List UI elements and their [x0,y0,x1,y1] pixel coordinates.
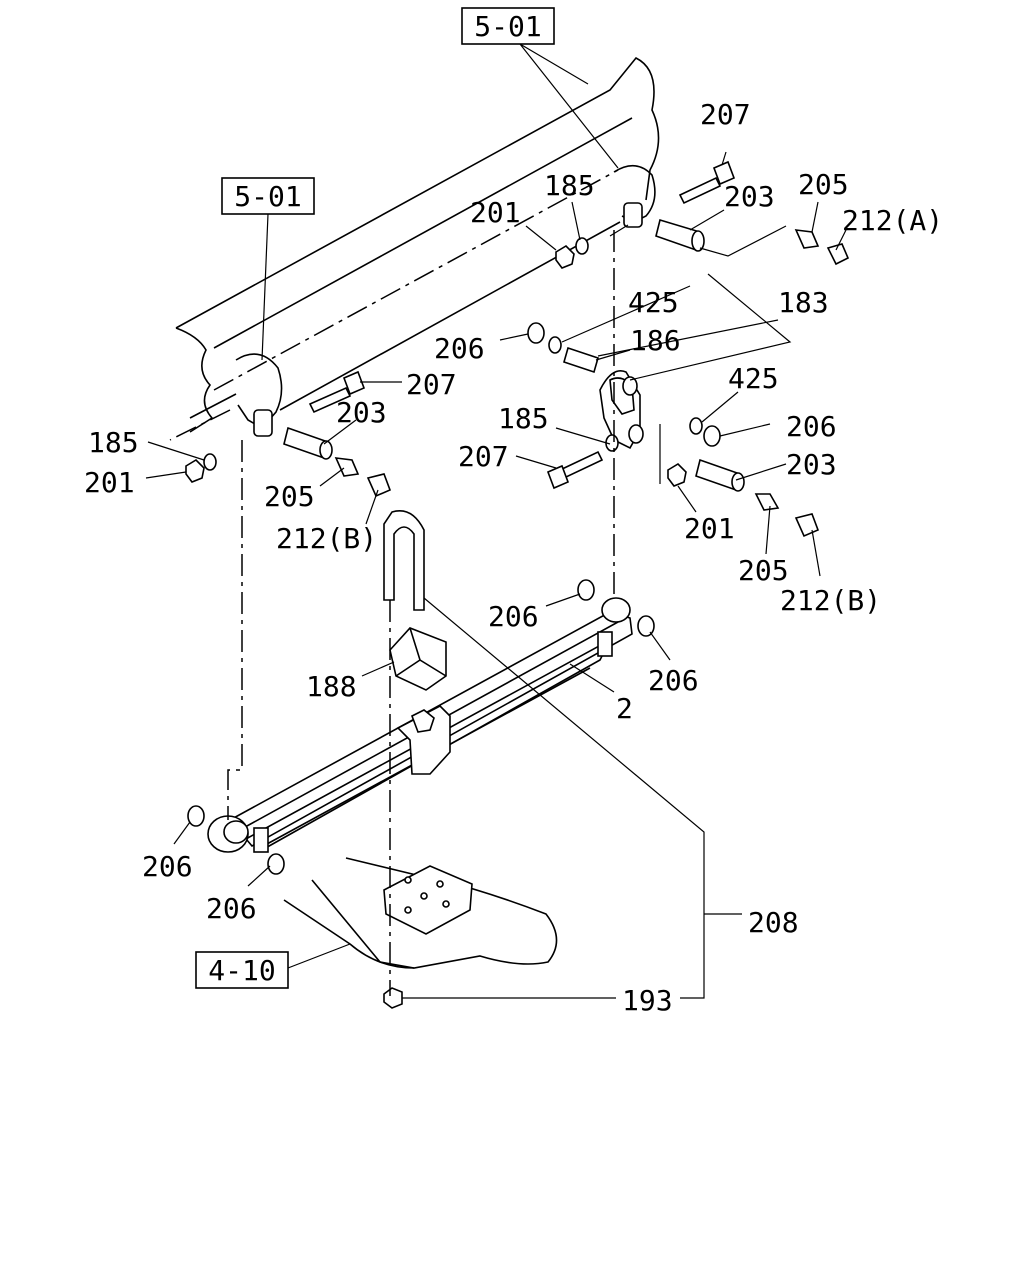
part-label[interactable]: 203 [786,448,837,481]
reference-label: 5-01 [474,10,541,43]
frame-rail [169,56,660,441]
part-label[interactable]: 206 [206,892,257,925]
part-label[interactable]: 207 [458,440,509,473]
reference-box-axle[interactable]: 4-10 [195,951,289,989]
part-label[interactable]: 193 [622,984,673,1017]
washer-206 [577,579,595,601]
part-label[interactable]: 201 [84,466,135,499]
part-label[interactable]: 212(B) [780,584,881,617]
leader-lines [145,151,847,999]
part-label[interactable]: 185 [544,169,595,202]
part-label[interactable]: 201 [470,196,521,229]
part-label[interactable]: 205 [264,480,315,513]
part-label[interactable]: 206 [434,332,485,365]
reference-label: 5-01 [234,180,301,213]
part-label[interactable]: 212(A) [842,204,943,237]
part-label[interactable]: 206 [648,664,699,697]
shackle-assembly [527,322,820,538]
part-label[interactable]: 2 [616,692,633,725]
part-label[interactable]: 425 [728,362,779,395]
axle-seat [283,857,558,1009]
washer-206 [637,615,655,637]
part-label[interactable]: 212(B) [276,522,377,555]
part-label[interactable]: 203 [336,396,387,429]
reference-label: 4-10 [208,954,275,987]
part-label[interactable]: 207 [406,368,457,401]
part-label[interactable]: 207 [700,98,751,131]
reference-box-frame-top[interactable]: 5-01 [461,7,555,45]
part-label[interactable]: 185 [498,402,549,435]
part-label[interactable]: 208 [748,906,799,939]
part-label[interactable]: 206 [142,850,193,883]
front-hanger-hardware [185,370,392,498]
bumper-stopper [389,627,447,691]
part-label[interactable]: 185 [88,426,139,459]
part-label[interactable]: 183 [778,286,829,319]
washer-206 [267,853,285,875]
part-label[interactable]: 205 [798,168,849,201]
part-label[interactable]: 425 [628,286,679,319]
u-bolt [383,510,425,611]
part-label[interactable]: 186 [630,324,681,357]
part-label[interactable]: 188 [306,670,357,703]
part-label[interactable]: 201 [684,512,735,545]
washer-206 [187,805,205,827]
part-label[interactable]: 203 [724,180,775,213]
part-label[interactable]: 205 [738,554,789,587]
part-label[interactable]: 206 [488,600,539,633]
part-labels: 207 185 201 203 205 212(A) 425 183 206 1… [84,98,943,1017]
rear-hanger-hardware [555,160,850,269]
part-label[interactable]: 206 [786,410,837,443]
reference-box-frame-left[interactable]: 5-01 [221,177,315,215]
